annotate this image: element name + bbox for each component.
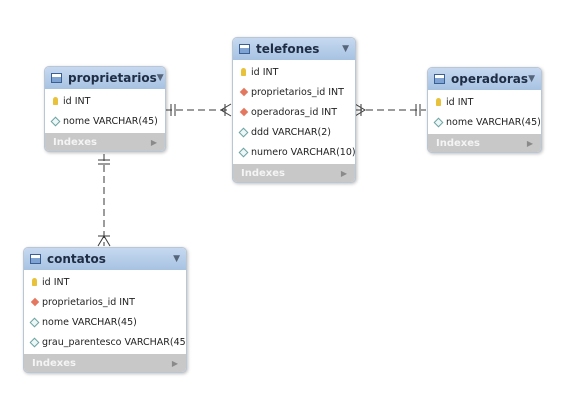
expand-arrow-icon[interactable]: ▶ bbox=[340, 168, 347, 178]
indexes-label: Indexes bbox=[53, 136, 97, 148]
indexes-footer[interactable]: Indexes ▶ bbox=[233, 164, 355, 182]
column-label: numero VARCHAR(10) bbox=[251, 146, 356, 158]
table-proprietarios[interactable]: proprietarios▼ id INT nome VARCHAR(45) Inde… bbox=[44, 66, 166, 152]
primary-key-icon bbox=[434, 98, 443, 106]
collapse-arrow-icon[interactable]: ▼ bbox=[342, 44, 349, 54]
column-icon bbox=[29, 317, 40, 327]
crow-foot-mark bbox=[220, 103, 232, 117]
column-label: id INT bbox=[251, 66, 279, 78]
column-label: id INT bbox=[63, 95, 91, 107]
indexes-footer[interactable]: Indexes ▶ bbox=[45, 133, 165, 151]
column-list: id INT proprietarios_id INT operadoras_id … bbox=[233, 60, 355, 164]
table-title: telefones bbox=[256, 42, 320, 56]
column-row[interactable]: nome VARCHAR(45) bbox=[45, 111, 165, 131]
column-row[interactable]: proprietarios_id INT bbox=[24, 292, 186, 312]
column-label: nome VARCHAR(45) bbox=[42, 316, 137, 328]
column-label: nome VARCHAR(45) bbox=[63, 115, 158, 127]
column-icon bbox=[238, 127, 249, 137]
table-header[interactable]: proprietarios▼ bbox=[45, 67, 165, 89]
column-icon bbox=[29, 337, 40, 347]
column-label: grau_parentesco VARCHAR(45) bbox=[42, 336, 187, 348]
table-icon bbox=[51, 73, 62, 83]
column-label: id INT bbox=[42, 276, 70, 288]
foreign-key-icon bbox=[239, 107, 248, 117]
collapse-arrow-icon[interactable]: ▼ bbox=[156, 73, 164, 83]
table-contatos[interactable]: contatos ▼ id INT proprietarios_id INT nome … bbox=[23, 247, 187, 373]
column-label: proprietarios_id INT bbox=[251, 86, 344, 98]
column-label: ddd VARCHAR(2) bbox=[251, 126, 331, 138]
column-label: proprietarios_id INT bbox=[42, 296, 135, 308]
column-list: id INT nome VARCHAR(45) bbox=[428, 90, 541, 134]
column-row[interactable]: numero VARCHAR(10) bbox=[233, 142, 355, 162]
table-title: contatos bbox=[47, 252, 106, 266]
expand-arrow-icon[interactable]: ▶ bbox=[150, 137, 157, 147]
indexes-label: Indexes bbox=[436, 137, 480, 149]
column-list: id INT nome VARCHAR(45) bbox=[45, 89, 165, 133]
crow-foot-mark bbox=[354, 103, 366, 117]
indexes-footer[interactable]: Indexes ▶ bbox=[428, 134, 541, 152]
column-row[interactable]: ddd VARCHAR(2) bbox=[233, 122, 355, 142]
column-icon bbox=[433, 117, 444, 127]
table-header[interactable]: operadoras▼ bbox=[428, 68, 541, 90]
column-row[interactable]: grau_parentesco VARCHAR(45) bbox=[24, 332, 186, 352]
crow-foot-mark bbox=[97, 235, 111, 247]
column-icon bbox=[238, 147, 249, 157]
table-icon bbox=[239, 44, 250, 54]
column-row[interactable]: proprietarios_id INT bbox=[233, 82, 355, 102]
column-row[interactable]: id INT bbox=[233, 62, 355, 82]
column-row[interactable]: id INT bbox=[45, 91, 165, 111]
primary-key-icon bbox=[30, 278, 39, 286]
primary-key-icon bbox=[239, 68, 248, 76]
column-label: id INT bbox=[446, 96, 474, 108]
indexes-label: Indexes bbox=[241, 167, 285, 179]
table-icon bbox=[434, 74, 445, 84]
indexes-footer[interactable]: Indexes ▶ bbox=[24, 354, 186, 372]
foreign-key-icon bbox=[239, 87, 248, 97]
table-telefones[interactable]: telefones ▼ id INT proprietarios_id INT oper… bbox=[232, 37, 356, 183]
expand-arrow-icon[interactable]: ▶ bbox=[171, 358, 178, 368]
column-row[interactable]: nome VARCHAR(45) bbox=[428, 112, 541, 132]
column-row[interactable]: nome VARCHAR(45) bbox=[24, 312, 186, 332]
column-icon bbox=[50, 116, 61, 126]
foreign-key-icon bbox=[30, 297, 39, 307]
column-list: id INT proprietarios_id INT nome VARCHAR(4… bbox=[24, 270, 186, 354]
indexes-label: Indexes bbox=[32, 357, 76, 369]
table-icon bbox=[30, 254, 41, 264]
table-title: operadoras bbox=[451, 72, 528, 86]
column-row[interactable]: operadoras_id INT bbox=[233, 102, 355, 122]
collapse-arrow-icon[interactable]: ▼ bbox=[528, 74, 535, 84]
column-label: nome VARCHAR(45) bbox=[446, 116, 541, 128]
table-title: proprietarios bbox=[68, 71, 157, 85]
primary-key-icon bbox=[51, 97, 60, 105]
table-header[interactable]: telefones ▼ bbox=[233, 38, 355, 60]
column-label: operadoras_id INT bbox=[251, 106, 338, 118]
expand-arrow-icon[interactable]: ▶ bbox=[526, 138, 533, 148]
column-row[interactable]: id INT bbox=[428, 92, 541, 112]
collapse-arrow-icon[interactable]: ▼ bbox=[173, 254, 180, 264]
table-header[interactable]: contatos ▼ bbox=[24, 248, 186, 270]
table-operadoras[interactable]: operadoras▼ id INT nome VARCHAR(45) Indexes… bbox=[427, 67, 542, 153]
column-row[interactable]: id INT bbox=[24, 272, 186, 292]
